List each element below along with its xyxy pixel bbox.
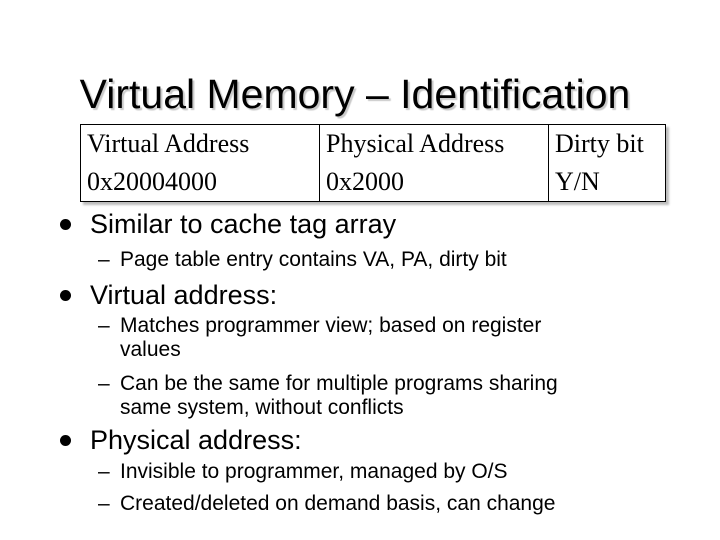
sub-bullet-text: Created/deleted on demand basis, can cha… bbox=[120, 492, 556, 515]
sub-bullet-text: same system, without conflicts bbox=[120, 396, 404, 419]
table-cell: 0x20004000 bbox=[80, 163, 320, 202]
dash-icon: – bbox=[98, 492, 110, 515]
sub-bullet-text: values bbox=[120, 338, 181, 361]
bullet-text: Similar to cache tag array bbox=[90, 209, 397, 239]
table-cell: 0x2000 bbox=[319, 163, 549, 202]
table-row: 0x20004000 0x2000 Y/N bbox=[80, 163, 666, 202]
sub-bullet-text: Can be the same for multiple programs sh… bbox=[120, 372, 558, 395]
table-cell: Virtual Address bbox=[80, 124, 320, 163]
table-row: Virtual Address Physical Address Dirty b… bbox=[80, 124, 666, 163]
table-cell: Y/N bbox=[548, 163, 666, 202]
bullet-dot-icon bbox=[60, 435, 71, 446]
dash-icon: – bbox=[98, 460, 110, 483]
sub-bullet-text: Invisible to programmer, managed by O/S bbox=[120, 460, 508, 483]
table-cell: Dirty bit bbox=[548, 124, 666, 163]
dash-icon: – bbox=[98, 314, 110, 337]
bullet-dot-icon bbox=[60, 219, 71, 230]
bullet-text: Virtual address: bbox=[90, 280, 278, 310]
sub-bullet-text: Page table entry contains VA, PA, dirty … bbox=[120, 248, 507, 271]
dash-icon: – bbox=[98, 248, 110, 271]
table-cell: Physical Address bbox=[319, 124, 549, 163]
page-table-entry-table: Virtual Address Physical Address Dirty b… bbox=[80, 124, 666, 202]
bullet-text: Physical address: bbox=[90, 425, 302, 455]
bullet-dot-icon bbox=[60, 290, 71, 301]
slide-title: Virtual Memory – Identification bbox=[79, 71, 631, 117]
dash-icon: – bbox=[98, 372, 110, 395]
sub-bullet-text: Matches programmer view; based on regist… bbox=[120, 314, 542, 337]
